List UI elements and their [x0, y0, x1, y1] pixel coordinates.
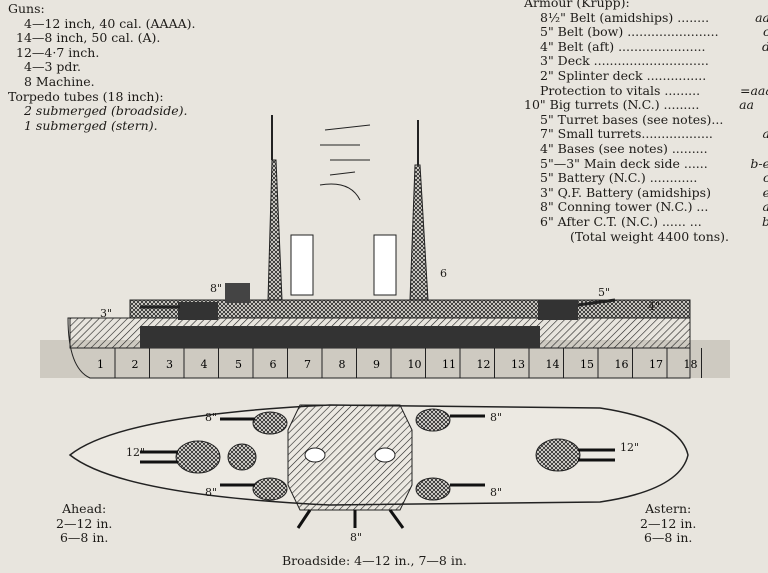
- compartment-number: 16: [615, 358, 629, 371]
- label-12in: 12": [620, 441, 640, 454]
- astern-heading: Astern:: [645, 501, 692, 516]
- armour-label: 6" After C.T. (N.C.) ...... ...: [540, 214, 702, 229]
- armour-grade: =aaa: [740, 82, 768, 98]
- armour-label: 3" Q.F. Battery (amidships): [540, 185, 711, 200]
- astern-item: 6—8 in.: [643, 530, 693, 546]
- compartment-number: 2: [132, 358, 139, 371]
- label-3in: 3": [100, 307, 113, 320]
- compartment-number: 6: [270, 358, 277, 371]
- armour-label: 4" Bases (see notes) .........: [540, 141, 708, 156]
- armour-grade: b-e: [750, 155, 768, 171]
- astern-item: 2—12 in.: [640, 515, 697, 531]
- compartment-number: 18: [684, 358, 698, 371]
- armour-item: 5" Turret bases (see notes)...: [524, 113, 768, 128]
- armour-grade: aa: [739, 97, 754, 113]
- label-6: 6: [440, 267, 447, 280]
- label-8in: 8": [205, 486, 218, 499]
- gun-item: 4—3 pdr.: [24, 59, 81, 75]
- armour-item: 5" Battery (N.C.) ............ c: [524, 171, 768, 186]
- compartment-number: 10: [408, 358, 422, 371]
- armour-label: 8" Conning tower (N.C.) ...: [540, 200, 709, 215]
- torpedo-item: 2 submerged (broadside).: [24, 103, 188, 119]
- armour-grade: aa: [755, 9, 768, 25]
- inset-sketch: [319, 124, 371, 201]
- guns-section: Guns: 4—12 inch, 40 cal. (AAAA). 14—8 in…: [8, 1, 196, 133]
- armour-item: 4" Bases (see notes) .........: [524, 142, 768, 157]
- gun-item: 12—4·7 inch.: [16, 44, 100, 60]
- torpedo-heading: Torpedo tubes (18 inch):: [8, 88, 164, 104]
- astern-fire: Astern: 2—12 in. 6—8 in.: [640, 501, 697, 546]
- broadside-fire: Broadside: 4—12 in., 7—8 in.: [282, 553, 467, 568]
- torpedo-item: 1 submerged (stern).: [24, 117, 158, 133]
- armour-label: 5" Belt (bow) .......................: [540, 25, 719, 40]
- armour-label: 5"—3" Main deck side ......: [540, 156, 708, 171]
- armour-grade: e: [740, 185, 768, 201]
- armour-item: 10" Big turrets (N.C.) ......... aa: [524, 98, 768, 113]
- armour-grade: b: [740, 214, 768, 230]
- armour-label: 5" Turret bases (see notes)...: [540, 112, 724, 127]
- ahead-item: 2—12 in.: [56, 515, 113, 531]
- armour-item: 6" After C.T. (N.C.) ...... ... b: [524, 214, 768, 230]
- label-8in: 8": [490, 486, 503, 499]
- armour-section: Armour (Krupp): 8½" Belt (amidships) ...…: [524, 0, 768, 244]
- compartment-number: 7: [304, 358, 311, 371]
- armour-grade: a: [740, 127, 768, 142]
- armour-grade: c: [740, 171, 768, 186]
- armour-label: Protection to vitals .........: [540, 83, 701, 98]
- armour-label: 2" Splinter deck ...............: [540, 68, 707, 83]
- armour-grade: c: [740, 25, 768, 40]
- armour-item: 7" Small turrets.................. a: [524, 127, 768, 142]
- armour-item: 8½" Belt (amidships) ........ aa: [524, 9, 768, 26]
- label-8in: 8": [210, 282, 223, 295]
- gun-item: 14—8 inch, 50 cal. (A).: [16, 30, 161, 46]
- armour-label: 10" Big turrets (N.C.) .........: [524, 98, 700, 113]
- armour-item: 4" Belt (aft) ...................... d: [524, 39, 768, 55]
- armour-label: 4" Belt (aft) ......................: [540, 39, 706, 54]
- armour-heading: Armour (Krupp):: [524, 0, 630, 10]
- compartment-number: 13: [511, 358, 525, 371]
- label-4in: 4": [648, 300, 661, 313]
- compartment-number: 14: [546, 358, 560, 371]
- armour-total: (Total weight 4400 tons).: [570, 228, 730, 244]
- label-5in: 5": [598, 286, 611, 299]
- armour-item: 2" Splinter deck ...............: [524, 69, 768, 84]
- compartment-number: 3: [166, 358, 173, 371]
- plan-view: [68, 404, 689, 529]
- armour-item: 3" Q.F. Battery (amidships) e: [524, 185, 768, 201]
- guns-heading: Guns:: [8, 1, 45, 16]
- compartment-number: 8: [339, 358, 346, 371]
- ahead-heading: Ahead:: [62, 501, 107, 516]
- label-8in: 8": [205, 411, 218, 424]
- compartment-number: 11: [442, 358, 456, 371]
- armour-item: 8" Conning tower (N.C.) ... a: [524, 200, 768, 215]
- compartment-number: 4: [201, 358, 208, 371]
- armour-item: 5" Belt (bow) ....................... c: [524, 25, 768, 40]
- compartment-number: 15: [580, 358, 594, 371]
- compartment-number: 1: [97, 358, 104, 371]
- armour-label: 5" Battery (N.C.) ............: [540, 171, 698, 186]
- armour-grade: a: [740, 200, 768, 215]
- compartment-number: 5: [235, 358, 242, 371]
- gun-item: 8 Machine.: [24, 73, 95, 89]
- ahead-item: 6—8 in.: [59, 530, 109, 546]
- compartment-number: 9: [373, 358, 380, 371]
- label-8in: 8": [350, 531, 363, 544]
- armour-label: 8½" Belt (amidships) ........: [540, 10, 710, 25]
- armour-label: 7" Small turrets..................: [540, 127, 713, 142]
- label-12in: 12": [126, 446, 146, 459]
- compartment-number: 12: [477, 358, 491, 371]
- armour-item: 3" Deck .............................: [524, 54, 768, 69]
- armour-label: 3" Deck .............................: [540, 54, 709, 69]
- armour-item: 5"—3" Main deck side ...... b-e: [524, 155, 768, 172]
- armour-item: Protection to vitals ......... =aaa: [524, 82, 768, 99]
- ahead-fire: Ahead: 2—12 in. 6—8 in.: [56, 501, 113, 546]
- compartment-number: 17: [649, 358, 663, 371]
- label-8in: 8": [490, 411, 503, 424]
- armour-grade: d: [740, 39, 768, 55]
- gun-item: 4—12 inch, 40 cal. (AAAA).: [24, 15, 196, 31]
